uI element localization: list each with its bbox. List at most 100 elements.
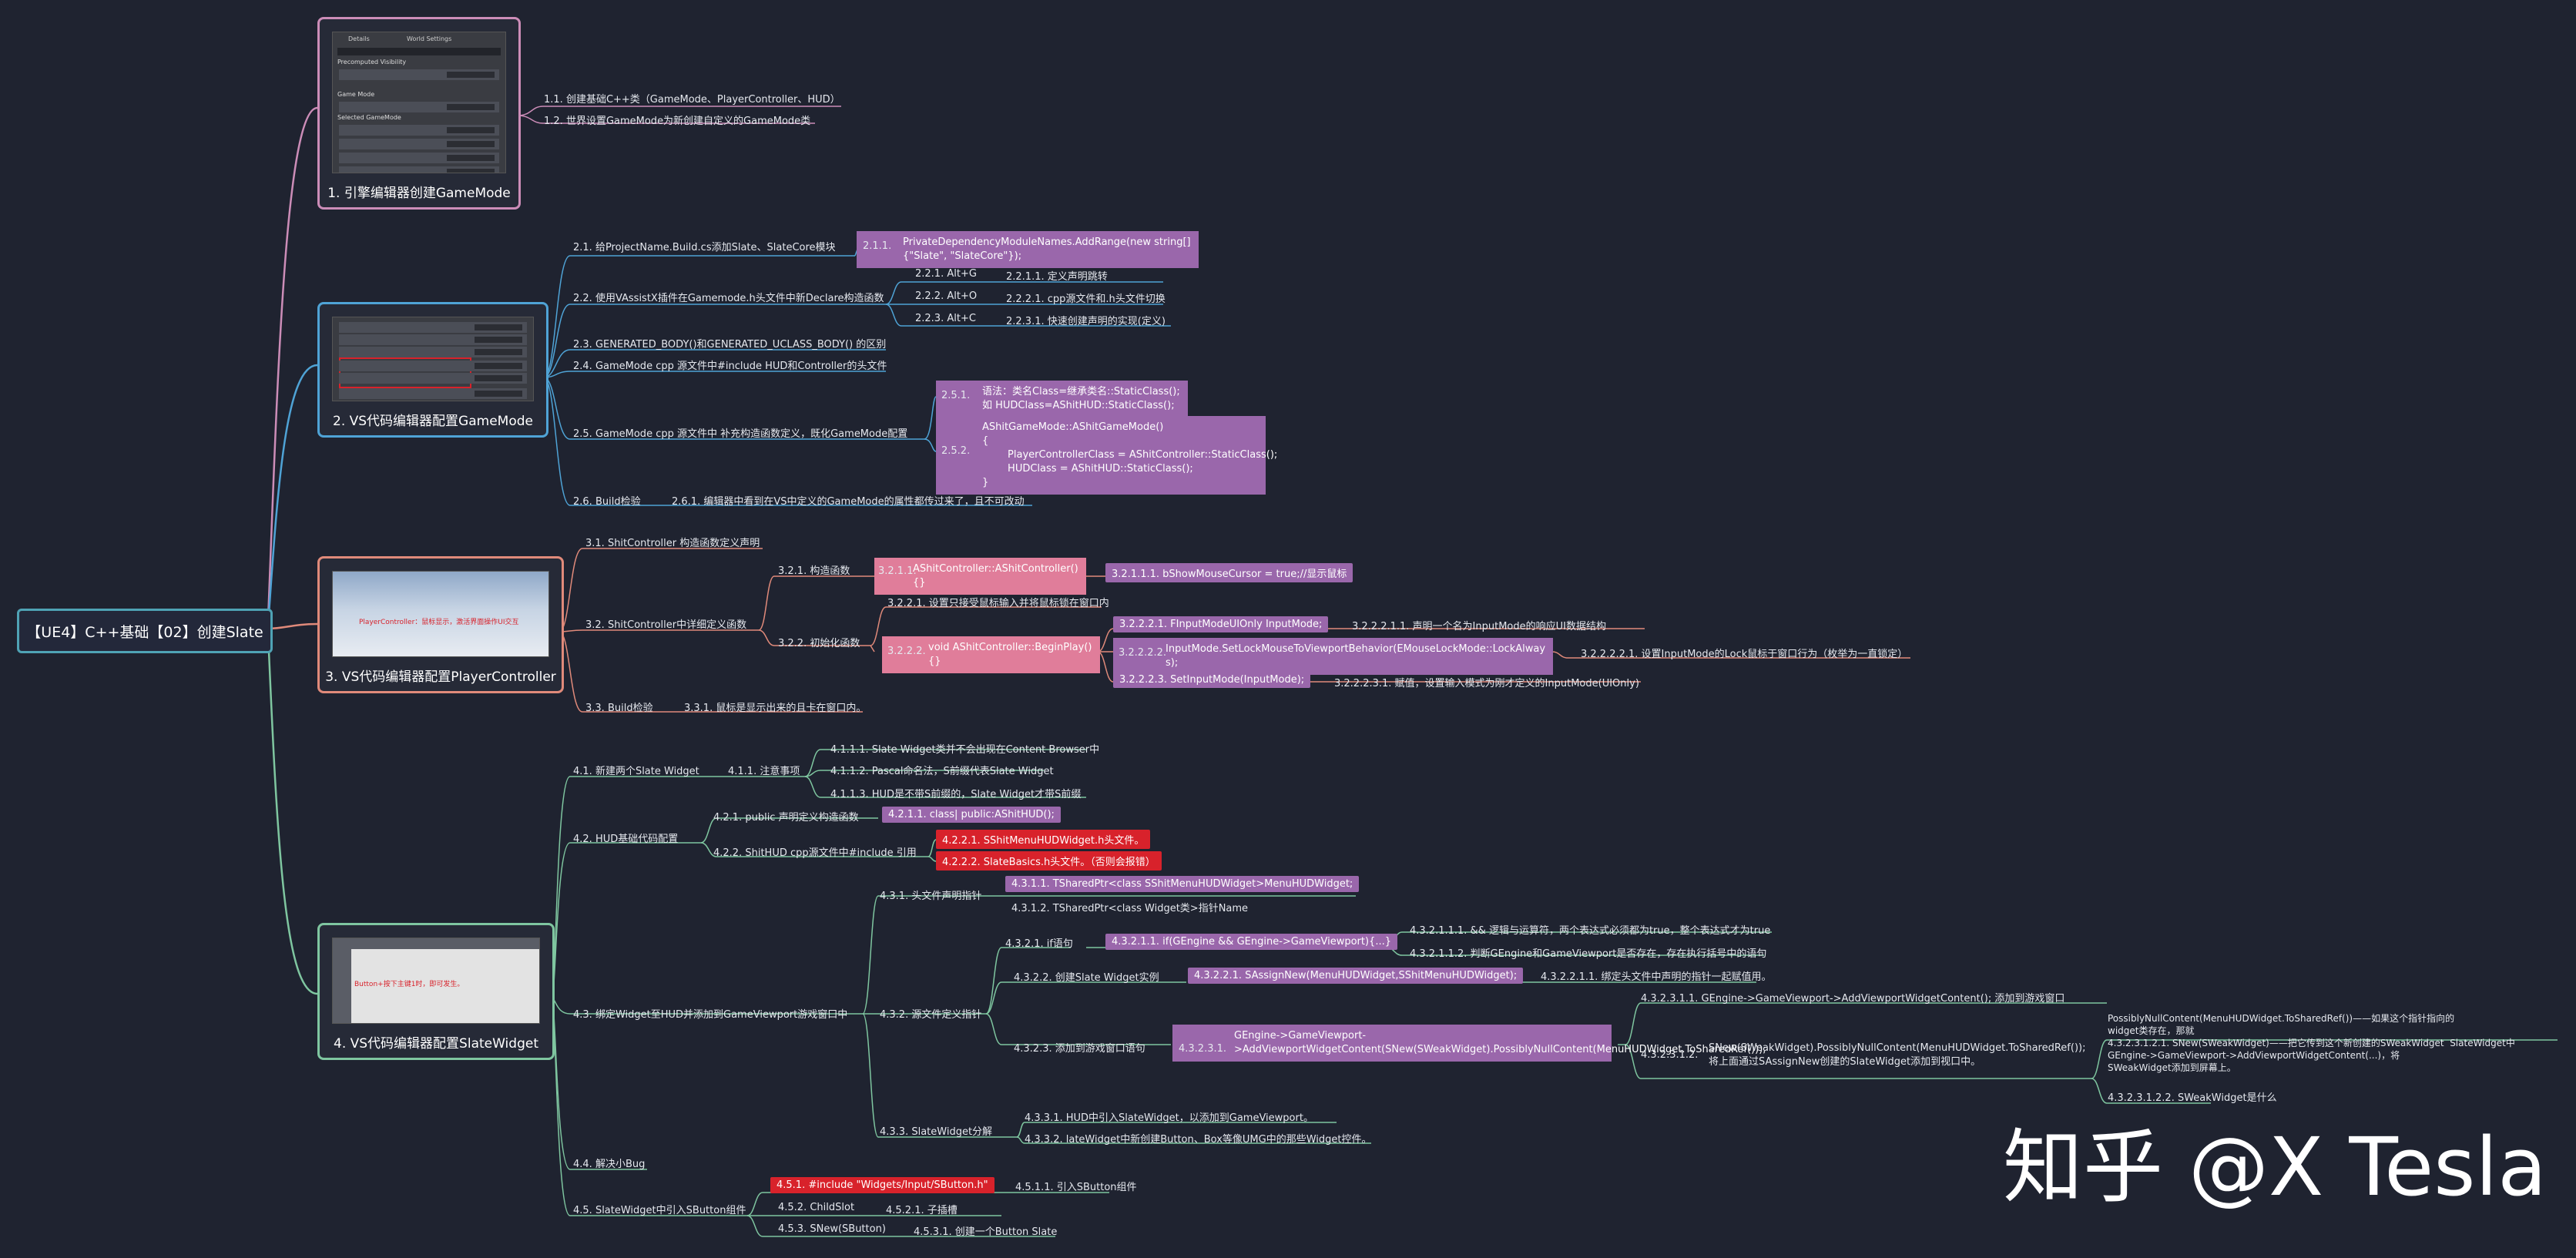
node-4-1-1-1[interactable]: 4.1.1.1. Slate Widget类并不会出现在Content Brow… — [830, 744, 1100, 756]
node-4-3[interactable]: 4.3. 绑定Widget至HUD并添加到GameViewport游戏窗口中 — [573, 1009, 848, 1021]
node-4-3-2-3-1-2-2[interactable]: 4.3.2.3.1.2.2. SWeakWidget是什么 — [2108, 1092, 2277, 1104]
node-2-6-1[interactable]: 2.6.1. 编辑器中看到在VS中定义的GameMode的属性都传过来了，且不可… — [672, 496, 1025, 508]
section-4-node[interactable]: Button+按下主键1时，即可发生。 4. VS代码编辑器配置SlateWid… — [317, 923, 555, 1060]
node-3-2-2-2-3[interactable]: 3.2.2.2.3. SetInputMode(InputMode); — [1113, 672, 1311, 688]
gamemode-settings-screenshot — [332, 317, 534, 401]
node-2-6[interactable]: 2.6. Build检验 — [573, 496, 641, 508]
node-4-3-2-1-1-1[interactable]: 4.3.2.1.1.1. && 逻辑与运算符，两个表达式必须都为true，整个表… — [1410, 925, 1771, 937]
node-4-3-2-3-1-2[interactable]: SNew(SWeakWidget).PossiblyNullContent(Me… — [1709, 1042, 2086, 1068]
node-3-2-1-1-code[interactable]: AShitController::AShitController() {} — [874, 558, 1086, 595]
node-3-2-1-1-id: 3.2.1.1. — [878, 565, 917, 577]
branch-4-line — [267, 632, 318, 995]
node-4-3-2-3-1-2-1[interactable]: PossiblyNullContent(MenuHUDWidget.ToShar… — [2108, 1013, 2515, 1073]
node-2-5-1-id: 2.5.1. — [941, 390, 971, 401]
node-4-3-1-2[interactable]: 4.3.1.2. TSharedPtr<class Widget类>指针Name — [1011, 903, 1249, 914]
node-2-2-2[interactable]: 2.2.2. Alt+O — [915, 290, 978, 302]
node-4-3-2-3[interactable]: 4.3.2.3. 添加到游戏窗口语句 — [1014, 1043, 1145, 1055]
node-3-2-2-2-id: 3.2.2.2. — [887, 646, 926, 657]
node-3-2-2-2-2-code[interactable]: InputMode.SetLockMouseToViewportBehavior… — [1113, 638, 1554, 675]
node-3-3[interactable]: 3.3. Build检验 — [585, 703, 653, 714]
node-4-4[interactable]: 4.4. 解决小Bug — [573, 1159, 646, 1170]
node-3-2-2-2-2-1[interactable]: 3.2.2.2.2.1. 设置InputMode的Lock鼠标于窗口行为（枚举为… — [1581, 649, 1908, 660]
node-2-5[interactable]: 2.5. GameMode cpp 源文件中 补充构造函数定义，既化GameMo… — [573, 428, 908, 440]
node-4-3-3[interactable]: 4.3.3. SlateWidget分解 — [880, 1126, 993, 1138]
branch-3-line — [267, 622, 318, 630]
node-1-1[interactable]: 1.1. 创建基础C++类（GameMode、PlayerController、… — [544, 94, 840, 106]
node-3-2-2-2-1[interactable]: 3.2.2.2.1. FInputModeUIOnly InputMode; — [1113, 616, 1329, 632]
root-node[interactable]: 【UE4】C++基础【02】创建Slate — [17, 609, 273, 653]
node-2-3[interactable]: 2.3. GENERATED_BODY()和GENERATED_UCLASS_B… — [573, 339, 887, 351]
search-bar — [337, 48, 501, 55]
node-2-2-1[interactable]: 2.2.1. Alt+G — [915, 268, 977, 280]
screenshot-caption: Button+按下主键1时，即可发生。 — [354, 981, 465, 988]
node-3-3-1[interactable]: 3.3.1. 鼠标是显示出来的且卡在窗口内。 — [684, 703, 867, 714]
node-4-1[interactable]: 4.1. 新建两个Slate Widget — [573, 766, 699, 777]
node-4-2-2-1[interactable]: 4.2.2.1. SShitMenuHUDWidget.h头文件。 — [936, 830, 1151, 849]
node-4-2-1[interactable]: 4.2.1. public 声明定义构造函数 — [713, 812, 859, 824]
node-2-1-1-id: 2.1.1. — [863, 240, 892, 252]
section-2-title: 2. VS代码编辑器配置GameMode — [333, 414, 533, 429]
node-4-3-2-2-1[interactable]: 4.3.2.2.1. SAssignNew(MenuHUDWidget,SShi… — [1188, 968, 1524, 984]
precomputed-visibility-header: Precomputed Visibility — [337, 59, 407, 65]
world-settings-tab: World Settings — [407, 35, 452, 42]
node-3-2-2-1[interactable]: 3.2.2.1. 设置只接受鼠标输入并将鼠标锁在窗口内 — [887, 598, 1109, 609]
node-3-2-1[interactable]: 3.2.1. 构造函数 — [778, 565, 850, 577]
node-4-1-1-3[interactable]: 4.1.1.3. HUD是不带S前缀的，Slate Widget才带S前缀 — [830, 789, 1082, 800]
node-2-2[interactable]: 2.2. 使用VAssistX插件在Gamemode.h头文件中新Declare… — [573, 293, 884, 304]
node-4-2[interactable]: 4.2. HUD基础代码配置 — [573, 834, 679, 845]
branch-2-line — [267, 364, 318, 626]
node-2-5-1-code[interactable]: 语法：类名Class=继承类名::StaticClass(); 如 HUDCla… — [936, 381, 1188, 418]
node-4-1-1-2[interactable]: 4.1.1.2. Pascal命名法，S前缀代表Slate Widget — [830, 766, 1054, 777]
node-3-1[interactable]: 3.1. ShitController 构造函数定义声明 — [585, 538, 760, 549]
section-1-node[interactable]: Details World Settings Precomputed Visib… — [317, 17, 521, 210]
node-4-5-3[interactable]: 4.5.3. SNew(SButton) — [778, 1223, 886, 1235]
node-2-1[interactable]: 2.1. 给ProjectName.Build.cs添加Slate、SlateC… — [573, 242, 836, 253]
node-4-3-2-3-1-1[interactable]: 4.3.2.3.1.1. GEngine->GameViewport->AddV… — [1641, 993, 2065, 1005]
node-4-3-2-1-1[interactable]: 4.3.2.1.1. if(GEngine && GEngine->GameVi… — [1105, 934, 1397, 950]
node-4-5-2-1[interactable]: 4.5.2.1. 子插槽 — [886, 1205, 958, 1216]
node-3-2-1-1-1[interactable]: 3.2.1.1.1. bShowMouseCursor = true;//显示鼠… — [1105, 563, 1353, 582]
node-4-3-2-3-1-id: 4.3.2.3.1. — [1179, 1043, 1227, 1055]
node-2-4[interactable]: 2.4. GameMode cpp 源文件中#include HUD和Contr… — [573, 361, 887, 372]
selected-gamemode-header: Selected GameMode — [337, 114, 401, 121]
node-4-3-2-3-1-code[interactable]: GEngine->GameViewport- >AddViewportWidge… — [1172, 1025, 1766, 1062]
node-2-5-2-code[interactable]: AShitGameMode::AShitGameMode() { PlayerC… — [936, 416, 1277, 495]
node-4-1-1[interactable]: 4.1.1. 注意事项 — [728, 766, 800, 777]
node-4-3-1[interactable]: 4.3.1. 头文件声明指针 — [880, 891, 982, 902]
zhihu-watermark: 知乎 @X Tesla — [2003, 1120, 2547, 1214]
section-4-title: 4. VS代码编辑器配置SlateWidget — [334, 1036, 538, 1052]
node-4-3-3-2[interactable]: 4.3.3.2. lateWidget中新创建Button、Box等像UMG中的… — [1025, 1134, 1372, 1146]
node-4-5-1[interactable]: 4.5.1. #include "Widgets/Input/SButton.h… — [770, 1177, 995, 1193]
node-4-3-2-2[interactable]: 4.3.2.2. 创建Slate Widget实例 — [1014, 972, 1159, 984]
section-2-node[interactable]: 2. VS代码编辑器配置GameMode — [317, 302, 548, 438]
section-3-node[interactable]: PlayerController：鼠标显示，激活界面操作UI交互 3. VS代码… — [317, 556, 564, 693]
node-3-2[interactable]: 3.2. ShitController中详细定义函数 — [585, 619, 747, 631]
node-4-2-2[interactable]: 4.2.2. ShitHUD cpp源文件中#include 引用 — [713, 847, 917, 859]
node-3-2-2-2-1-1[interactable]: 3.2.2.2.1.1. 声明一个名为InputMode的响应UI数据结构 — [1352, 621, 1606, 632]
node-4-2-2-2[interactable]: 4.2.2.2. SlateBasics.h头文件。（否则会报错） — [936, 851, 1162, 871]
node-4-2-1-1[interactable]: 4.2.1.1. class| public:AShitHUD(); — [882, 807, 1061, 823]
node-4-3-1-1[interactable]: 4.3.1.1. TSharedPtr<class SShitMenuHUDWi… — [1005, 876, 1360, 892]
node-4-3-2-2-1-1[interactable]: 4.3.2.2.1.1. 绑定头文件中声明的指针一起赋值用。 — [1541, 971, 1772, 983]
node-2-1-1-code[interactable]: PrivateDependencyModuleNames.AddRange(ne… — [857, 231, 1199, 268]
node-4-5-1-1[interactable]: 4.5.1.1. 引入SButton组件 — [1015, 1182, 1137, 1193]
node-4-5-3-1[interactable]: 4.5.3.1. 创建一个Button Slate — [914, 1226, 1058, 1238]
node-4-3-3-1[interactable]: 4.3.3.1. HUD中引入SlateWidget，以添加到GameViewp… — [1025, 1112, 1313, 1124]
node-1-2[interactable]: 1.2. 世界设置GameMode为新创建自定义的GameMode类 — [544, 116, 811, 127]
node-2-2-2-1[interactable]: 2.2.2.1. cpp源文件和.h头文件切换 — [1006, 294, 1166, 305]
node-4-5[interactable]: 4.5. SlateWidget中引入SButton组件 — [573, 1205, 746, 1216]
node-4-3-2-1-1-2[interactable]: 4.3.2.1.1.2. 判断GEngine和GameViewport是否存在，… — [1410, 948, 1767, 960]
node-4-5-2[interactable]: 4.5.2. ChildSlot — [778, 1202, 855, 1213]
node-3-2-2-2-code[interactable]: void AShitController::BeginPlay() {} — [882, 636, 1100, 673]
node-2-5-2-id: 2.5.2. — [941, 445, 971, 457]
game-mode-header: Game Mode — [337, 91, 375, 98]
node-2-2-3[interactable]: 2.2.3. Alt+C — [915, 313, 976, 324]
node-2-2-3-1[interactable]: 2.2.3.1. 快速创建声明的实现(定义) — [1006, 316, 1166, 327]
branch-1-line — [267, 106, 318, 621]
node-3-2-2[interactable]: 3.2.2. 初始化函数 — [778, 638, 860, 649]
node-4-3-2-1[interactable]: 4.3.2.1. if语句 — [1005, 938, 1073, 950]
node-4-3-2[interactable]: 4.3.2. 源文件定义指针 — [880, 1009, 982, 1021]
node-3-2-2-2-3-1[interactable]: 3.2.2.2.3.1. 赋值，设置输入模式为刚才定义的InputMode(UI… — [1334, 678, 1639, 689]
node-2-2-1-1[interactable]: 2.2.1.1. 定义声明跳转 — [1006, 271, 1108, 283]
